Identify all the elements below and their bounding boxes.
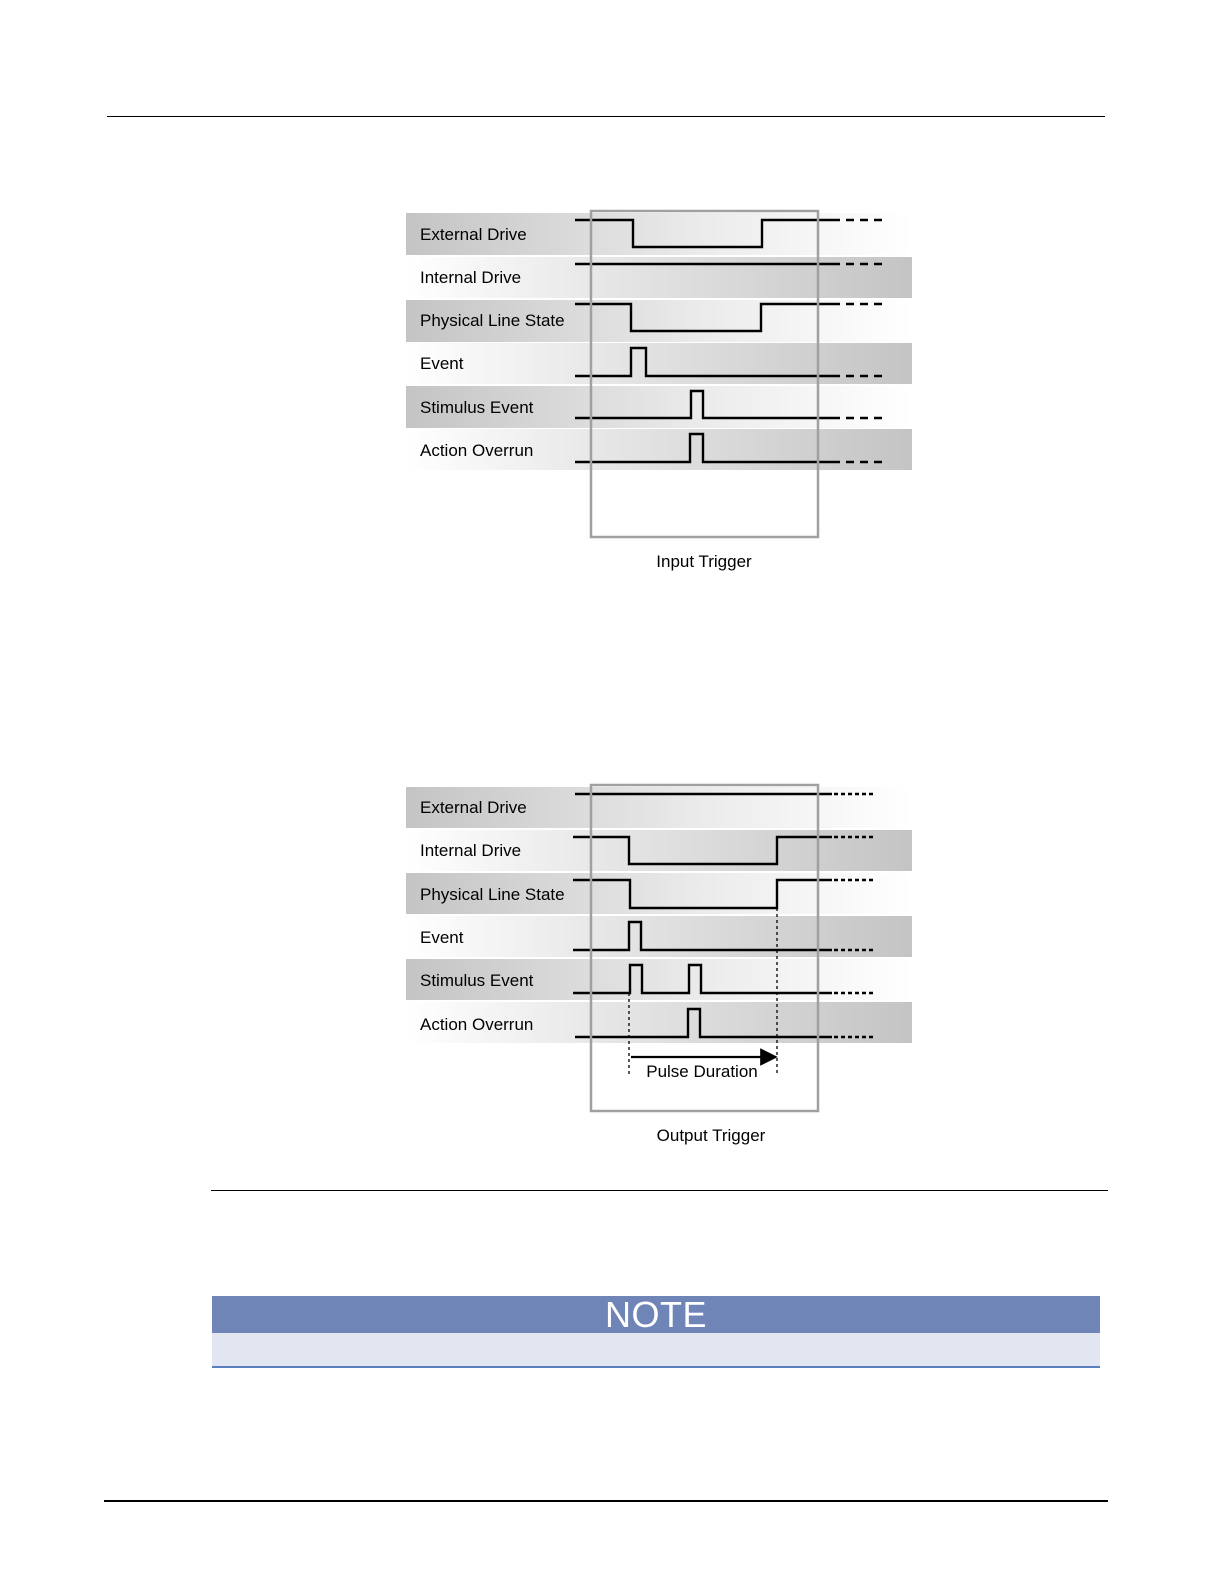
signal-label: External Drive [420,225,527,244]
input-trigger-diagram: External Drive Internal Drive Physical L… [406,211,912,571]
signal-label: Action Overrun [420,1015,533,1034]
diagram-caption: Input Trigger [656,552,752,571]
note-title: NOTE [605,1294,707,1336]
signal-label: Action Overrun [420,441,533,460]
footer-rule [104,1500,1108,1502]
signal-label: Physical Line State [420,885,565,904]
output-trigger-diagram: External Drive Internal Drive Physical L… [406,785,912,1145]
note-body [212,1333,1100,1368]
note-header: NOTE [212,1296,1100,1333]
signal-label: Internal Drive [420,268,521,287]
signal-label: Event [420,354,464,373]
signal-label: External Drive [420,798,527,817]
diagram-caption: Output Trigger [657,1126,766,1145]
signal-label: Physical Line State [420,311,565,330]
pulse-duration-label: Pulse Duration [646,1062,758,1081]
signal-label: Stimulus Event [420,971,534,990]
section-rule [211,1190,1108,1191]
band-event [406,343,912,384]
signal-label: Event [420,928,464,947]
signal-label: Stimulus Event [420,398,534,417]
signal-label: Internal Drive [420,841,521,860]
